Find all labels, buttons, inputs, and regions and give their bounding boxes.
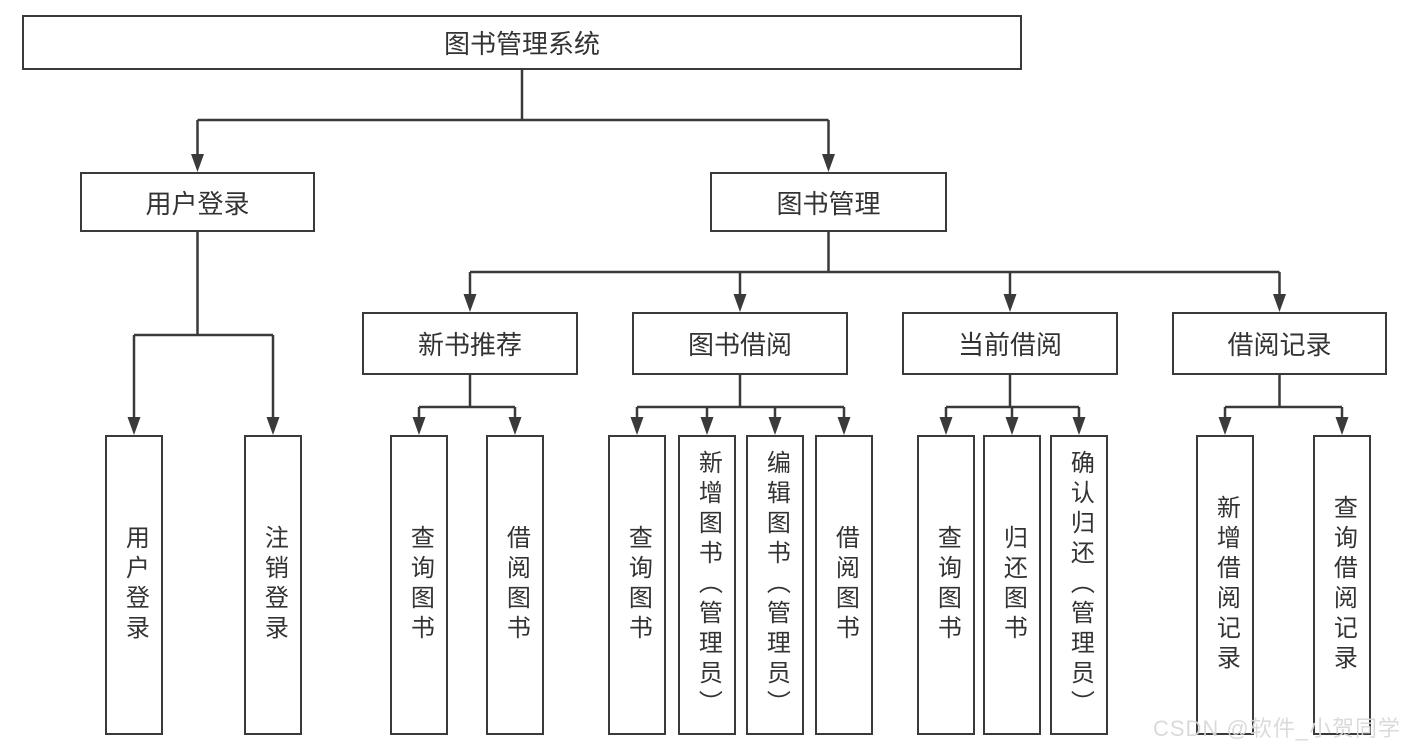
leaf-borrow-query-book: 查询图书 xyxy=(608,435,666,735)
leaf-records-query-record: 查询借阅记录 xyxy=(1313,435,1371,735)
node-library-management-system: 图书管理系统 xyxy=(22,15,1022,70)
leaf-records-add-record: 新增借阅记录 xyxy=(1196,435,1254,735)
leaf-borrow-add-book-admin: 新增图书（管理员） xyxy=(678,435,736,735)
leaf-label: 新增图书（管理员） xyxy=(694,450,722,720)
leaf-label: 编辑图书（管理员） xyxy=(762,450,790,720)
leaf-label: 归还图书 xyxy=(999,525,1027,645)
leaf-current-confirm-return-admin: 确认归还（管理员） xyxy=(1050,435,1108,735)
node-label: 图书管理 xyxy=(776,188,881,219)
node-label: 当前借阅 xyxy=(957,330,1062,360)
node-user-login: 用户登录 xyxy=(80,172,315,232)
leaf-current-return-book: 归还图书 xyxy=(983,435,1041,735)
leaf-newbook-borrow-book: 借阅图书 xyxy=(486,435,544,735)
leaf-newbook-query-book: 查询图书 xyxy=(390,435,448,735)
leaf-label: 确认归还（管理员） xyxy=(1066,450,1094,720)
leaf-borrow-edit-book-admin: 编辑图书（管理员） xyxy=(746,435,804,735)
node-label: 图书管理系统 xyxy=(443,29,600,59)
leaf-label: 借阅图书 xyxy=(502,525,530,645)
node-label: 借阅记录 xyxy=(1227,330,1332,360)
leaf-label: 查询借阅记录 xyxy=(1329,495,1357,675)
node-book-management: 图书管理 xyxy=(710,172,947,232)
leaf-current-query-book: 查询图书 xyxy=(917,435,975,735)
leaf-label: 查询图书 xyxy=(624,525,652,645)
watermark: CSDN @软件_小贺同学 xyxy=(1152,716,1401,741)
node-label: 新书推荐 xyxy=(417,330,522,360)
node-label: 图书借阅 xyxy=(687,330,792,360)
leaf-borrow-borrow-book: 借阅图书 xyxy=(815,435,873,735)
leaf-label: 新增借阅记录 xyxy=(1212,495,1240,675)
node-label: 用户登录 xyxy=(145,188,250,219)
leaf-label: 注销登录 xyxy=(260,525,288,645)
node-book-borrow: 图书借阅 xyxy=(632,312,848,375)
leaf-logout: 注销登录 xyxy=(244,435,302,735)
leaf-label: 查询图书 xyxy=(406,525,434,645)
leaf-label: 查询图书 xyxy=(933,525,961,645)
leaf-user-login: 用户登录 xyxy=(105,435,163,735)
leaf-label: 借阅图书 xyxy=(831,525,859,645)
node-borrow-records: 借阅记录 xyxy=(1172,312,1387,375)
node-current-borrow: 当前借阅 xyxy=(902,312,1118,375)
leaf-label: 用户登录 xyxy=(121,525,149,645)
node-new-book-recommend: 新书推荐 xyxy=(362,312,578,375)
